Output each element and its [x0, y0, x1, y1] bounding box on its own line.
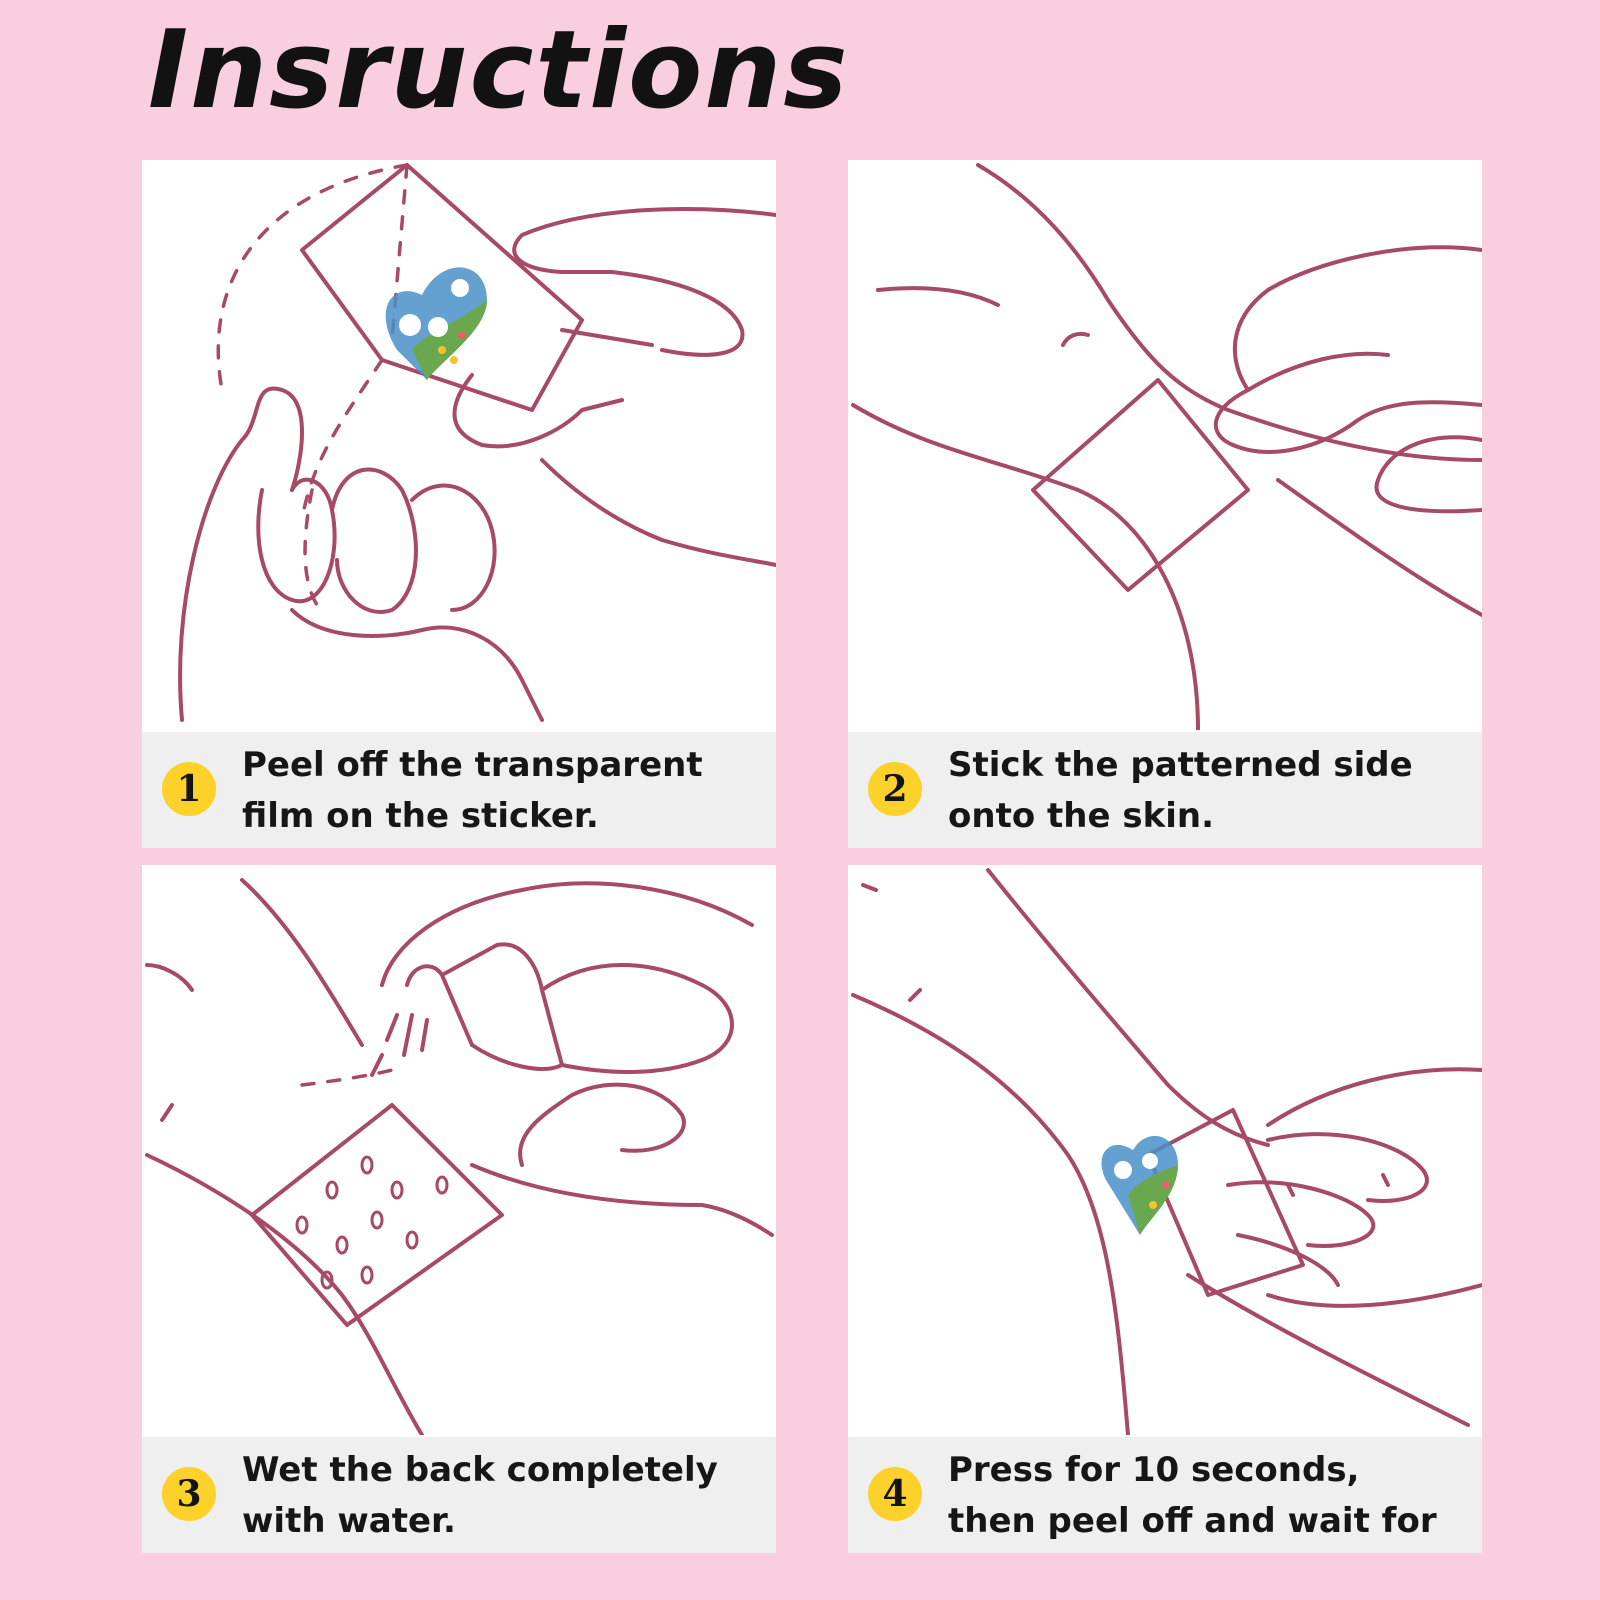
step-3-card: 3 Wet the back completely with water.: [142, 865, 776, 1553]
step-4-text: Press for 10 seconds, then peel off and …: [948, 1445, 1478, 1553]
step-1-card: 1 Peel off the transparent film on the s…: [142, 160, 776, 848]
spray-water-icon: [145, 878, 774, 1435]
step-3-text: Wet the back completely with water.: [242, 1445, 772, 1547]
step-2-line-2: onto the skin.: [948, 796, 1214, 836]
step-1-caption: 1 Peel off the transparent film on the s…: [142, 732, 776, 848]
step-1-line-1: Peel off the transparent: [242, 745, 703, 785]
step-2-card: 2 Stick the patterned side onto the skin…: [848, 160, 1482, 848]
step-4-caption: 4 Press for 10 seconds, then peel off an…: [848, 1437, 1482, 1553]
step-2-caption: 2 Stick the patterned side onto the skin…: [848, 732, 1482, 848]
step-2-number-badge: 2: [868, 762, 922, 816]
hand-peeling-film-icon: [178, 163, 776, 722]
step-1-line-2: film on the sticker.: [242, 796, 599, 836]
heart-sticker-icon: [385, 267, 487, 380]
step-2-line-1: Stick the patterned side: [948, 745, 1413, 785]
step-4-line-1: Press for 10 seconds,: [948, 1450, 1360, 1490]
sticker-on-arm-icon: [851, 163, 1482, 730]
step-1-number-badge: 1: [162, 762, 216, 816]
peel-off-paper-icon: [851, 868, 1482, 1435]
step-3-number-badge: 3: [162, 1467, 216, 1521]
step-4-line-2: then peel off and wait for dry.: [948, 1501, 1437, 1553]
step-3-caption: 3 Wet the back completely with water.: [142, 1437, 776, 1553]
step-1-text: Peel off the transparent film on the sti…: [242, 740, 772, 842]
step-4-number-badge: 4: [868, 1467, 922, 1521]
page-title: Insructions: [148, 8, 850, 133]
heart-sticker-icon: [1101, 1135, 1178, 1235]
step-3-line-1: Wet the back completely: [242, 1450, 718, 1490]
step-3-line-2: with water.: [242, 1501, 456, 1541]
step-2-text: Stick the patterned side onto the skin.: [948, 740, 1478, 842]
step-4-card: 4 Press for 10 seconds, then peel off an…: [848, 865, 1482, 1553]
